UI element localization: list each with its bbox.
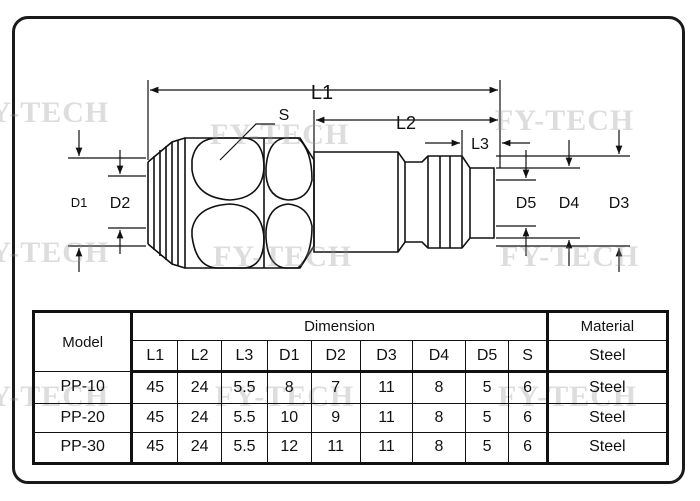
- cell-d4: 8: [412, 402, 466, 433]
- table-row: PP-10 45 24 5.5 8 7 11 8 5 6 Steel: [31, 371, 670, 404]
- dimension-header: Dimension: [130, 309, 548, 342]
- material-header: Material: [545, 309, 670, 342]
- row-model: PP-30: [31, 431, 133, 466]
- table-row: PP-30 45 24 5.5 12 11 11 8 5 6 Steel: [31, 431, 670, 466]
- cell-d1: 8: [266, 371, 312, 404]
- cell-d4: 8: [412, 431, 466, 466]
- header-row: Model Dimension Material: [31, 309, 670, 373]
- col-header-d1: D1: [266, 340, 312, 374]
- cell-d2: 9: [310, 402, 361, 433]
- cell-l1: 45: [130, 431, 179, 466]
- cell-d5: 5: [464, 431, 510, 466]
- cell-l2: 24: [177, 371, 222, 404]
- cell-d5: 5: [464, 371, 510, 404]
- cell-d1: 12: [266, 431, 312, 466]
- label-l2: L2: [396, 113, 416, 133]
- cell-d1: 10: [266, 402, 312, 433]
- hex-face-upper: [191, 137, 265, 201]
- label-d4: D4: [559, 195, 580, 212]
- cell-material: Steel: [545, 371, 670, 404]
- col-header-l1: L1: [130, 340, 179, 374]
- col-header-d2: D2: [310, 340, 361, 374]
- cell-d3: 11: [359, 402, 414, 433]
- cell-s: 6: [508, 431, 548, 466]
- cell-d3: 11: [359, 371, 414, 404]
- rear-ribs-outline: [147, 137, 186, 269]
- cell-l3: 5.5: [220, 431, 268, 466]
- cell-s: 6: [508, 402, 548, 433]
- cell-material: Steel: [545, 431, 670, 466]
- hex-face-right-upper: [265, 137, 313, 201]
- col-header-l3: L3: [220, 340, 268, 374]
- cell-d5: 5: [464, 402, 510, 433]
- s-leader: [219, 123, 275, 161]
- cell-s: 6: [508, 371, 548, 404]
- subheader-row: L1 L2 L3 D1 D2 D3 D4 D5 S Steel: [34, 340, 670, 374]
- label-d3: D3: [609, 195, 630, 212]
- label-s: S: [279, 107, 290, 124]
- cell-d3: 11: [359, 431, 414, 466]
- label-d2: D2: [110, 195, 131, 212]
- col-header-d5: D5: [464, 340, 510, 374]
- cell-d2: 11: [310, 431, 361, 466]
- col-header-d3: D3: [359, 340, 414, 374]
- cell-l2: 24: [177, 431, 222, 466]
- label-l3: L3: [471, 136, 489, 153]
- cell-l3: 5.5: [220, 371, 268, 404]
- label-d5: D5: [516, 195, 537, 212]
- label-d1: D1: [71, 195, 88, 210]
- table-row: PP-20 45 24 5.5 10 9 11 8 5 6 Steel: [31, 402, 670, 433]
- col-header-d4: D4: [412, 340, 466, 374]
- hex-face-right-lower: [265, 203, 313, 269]
- body-shaft: [313, 151, 495, 253]
- outer-frame: [12, 16, 685, 484]
- cell-l2: 24: [177, 402, 222, 433]
- label-l1: L1: [311, 82, 333, 104]
- cell-d2: 7: [310, 371, 361, 404]
- cell-d4: 8: [412, 371, 466, 404]
- model-header: Model: [31, 309, 133, 373]
- row-model: PP-10: [31, 371, 133, 404]
- cell-l3: 5.5: [220, 402, 268, 433]
- spec-table: Model Dimension Material L1 L2 L3 D1 D2 …: [31, 309, 670, 466]
- hex-nut: [184, 137, 315, 269]
- cell-material: Steel: [545, 402, 670, 433]
- row-model: PP-20: [31, 402, 133, 433]
- cell-l1: 45: [130, 402, 179, 433]
- cell-l1: 45: [130, 371, 179, 404]
- col-header-l2: L2: [177, 340, 222, 374]
- hex-face-lower: [191, 203, 265, 269]
- col-header-s: S: [508, 340, 548, 374]
- material-subheader: Steel: [545, 340, 670, 374]
